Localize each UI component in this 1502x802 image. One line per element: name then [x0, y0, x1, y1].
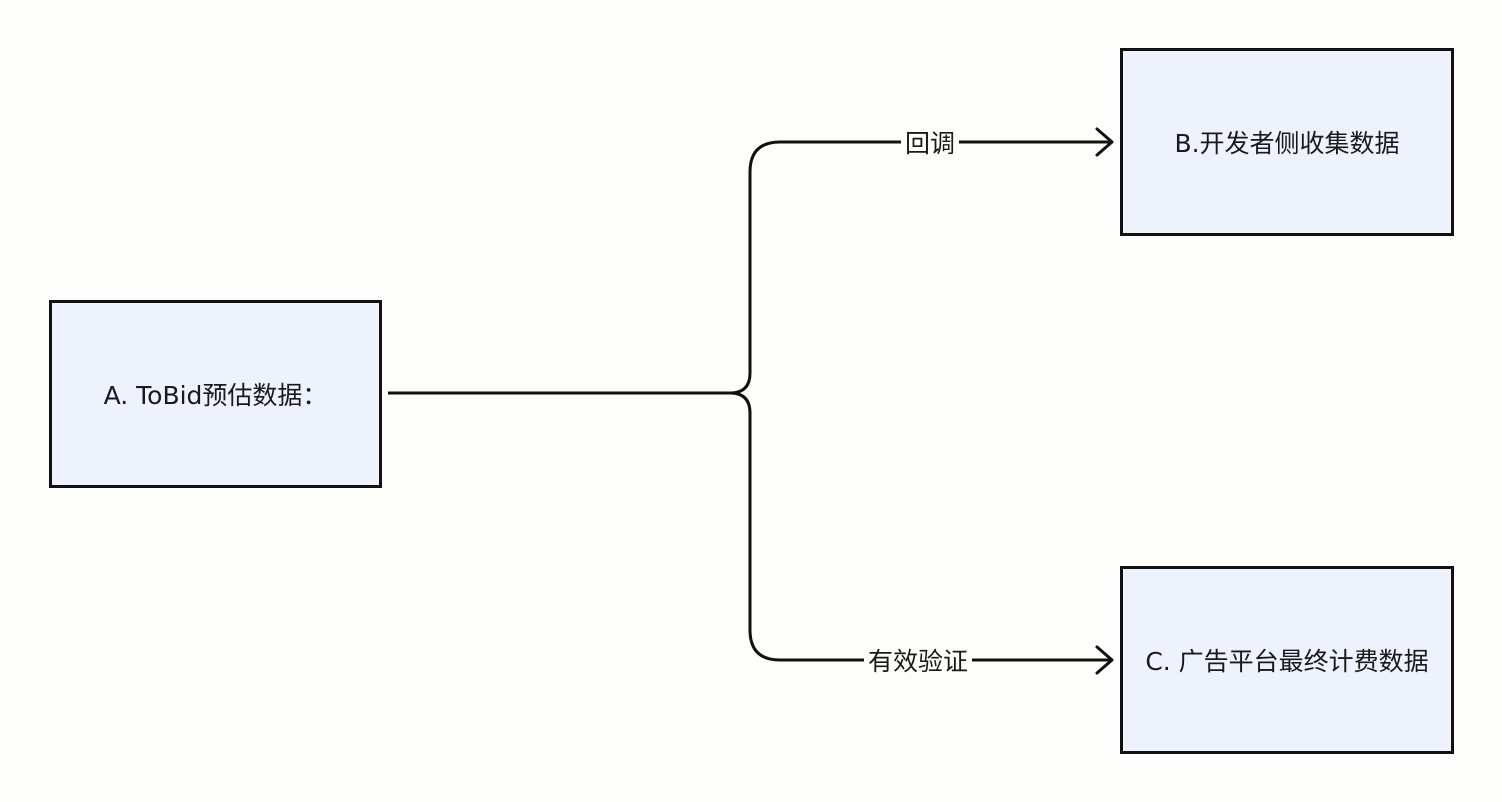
node-developer-data: B.开发者侧收集数据 — [1120, 48, 1454, 236]
connector-branch-lower — [729, 391, 1110, 662]
connector-branch-upper — [729, 140, 1110, 395]
arrowhead-to-b — [1095, 127, 1114, 157]
node-ad-platform-billing-label: C. 广告平台最终计费数据 — [1145, 647, 1429, 676]
edge-label-callback: 回调 — [900, 129, 960, 159]
node-ad-platform-billing: C. 广告平台最终计费数据 — [1120, 566, 1454, 754]
node-tobid-estimate-label: A. ToBid预估数据： — [103, 381, 328, 410]
edge-label-verify: 有效验证 — [863, 647, 973, 677]
arrowhead-to-c — [1095, 645, 1114, 675]
node-tobid-estimate: A. ToBid预估数据： — [49, 300, 382, 488]
node-developer-data-label: B.开发者侧收集数据 — [1174, 129, 1400, 158]
